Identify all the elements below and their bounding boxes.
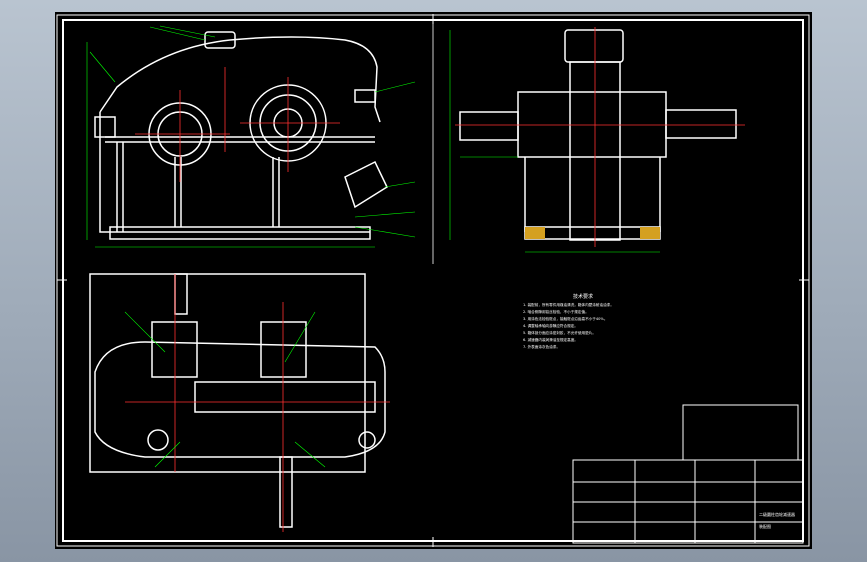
cad-drawing[interactable] bbox=[55, 12, 812, 549]
note-line: 6. 减速器内装润滑油至规定高度。 bbox=[523, 338, 578, 342]
title-block-name: 二级圆柱齿轮减速器 bbox=[759, 512, 795, 517]
technical-notes: 技术要求 1. 装配前，所有零件用煤油清洗，箱体内壁涂耐油油漆。 2. 啮合侧隙… bbox=[523, 293, 643, 351]
front-centerlines bbox=[135, 67, 340, 182]
note-line: 7. 外表面涂灰色油漆。 bbox=[523, 345, 560, 349]
side-hatch bbox=[525, 227, 660, 239]
note-line: 5. 箱体剖分面应涂密封胶，不允许使用垫片。 bbox=[523, 331, 596, 335]
title-block bbox=[572, 404, 804, 544]
side-view bbox=[459, 29, 737, 241]
note-line: 3. 用涂色法检验斑点，接触斑点沿齿高不小于40%。 bbox=[523, 317, 608, 321]
drawing-viewport[interactable]: 技术要求 1. 装配前，所有零件用煤油清洗，箱体内壁涂耐油油漆。 2. 啮合侧隙… bbox=[55, 12, 812, 549]
centering-marks bbox=[57, 14, 809, 547]
top-view bbox=[89, 273, 386, 528]
note-line: 1. 装配前，所有零件用煤油清洗，箱体内壁涂耐油油漆。 bbox=[523, 303, 614, 307]
side-centerlines bbox=[455, 27, 745, 247]
title-block-sheet: 装配图 bbox=[759, 524, 771, 529]
top-centerlines bbox=[125, 274, 390, 532]
front-dimensions bbox=[86, 25, 416, 248]
note-line: 2. 啮合侧隙用铅丝检验，不小于规定值。 bbox=[523, 310, 589, 314]
front-view bbox=[94, 31, 388, 240]
top-dimensions bbox=[124, 311, 326, 468]
notes-title: 技术要求 bbox=[572, 294, 593, 300]
side-dimensions bbox=[449, 30, 660, 253]
note-line: 4. 调整轴承轴向游隙应符合规定。 bbox=[523, 324, 578, 328]
